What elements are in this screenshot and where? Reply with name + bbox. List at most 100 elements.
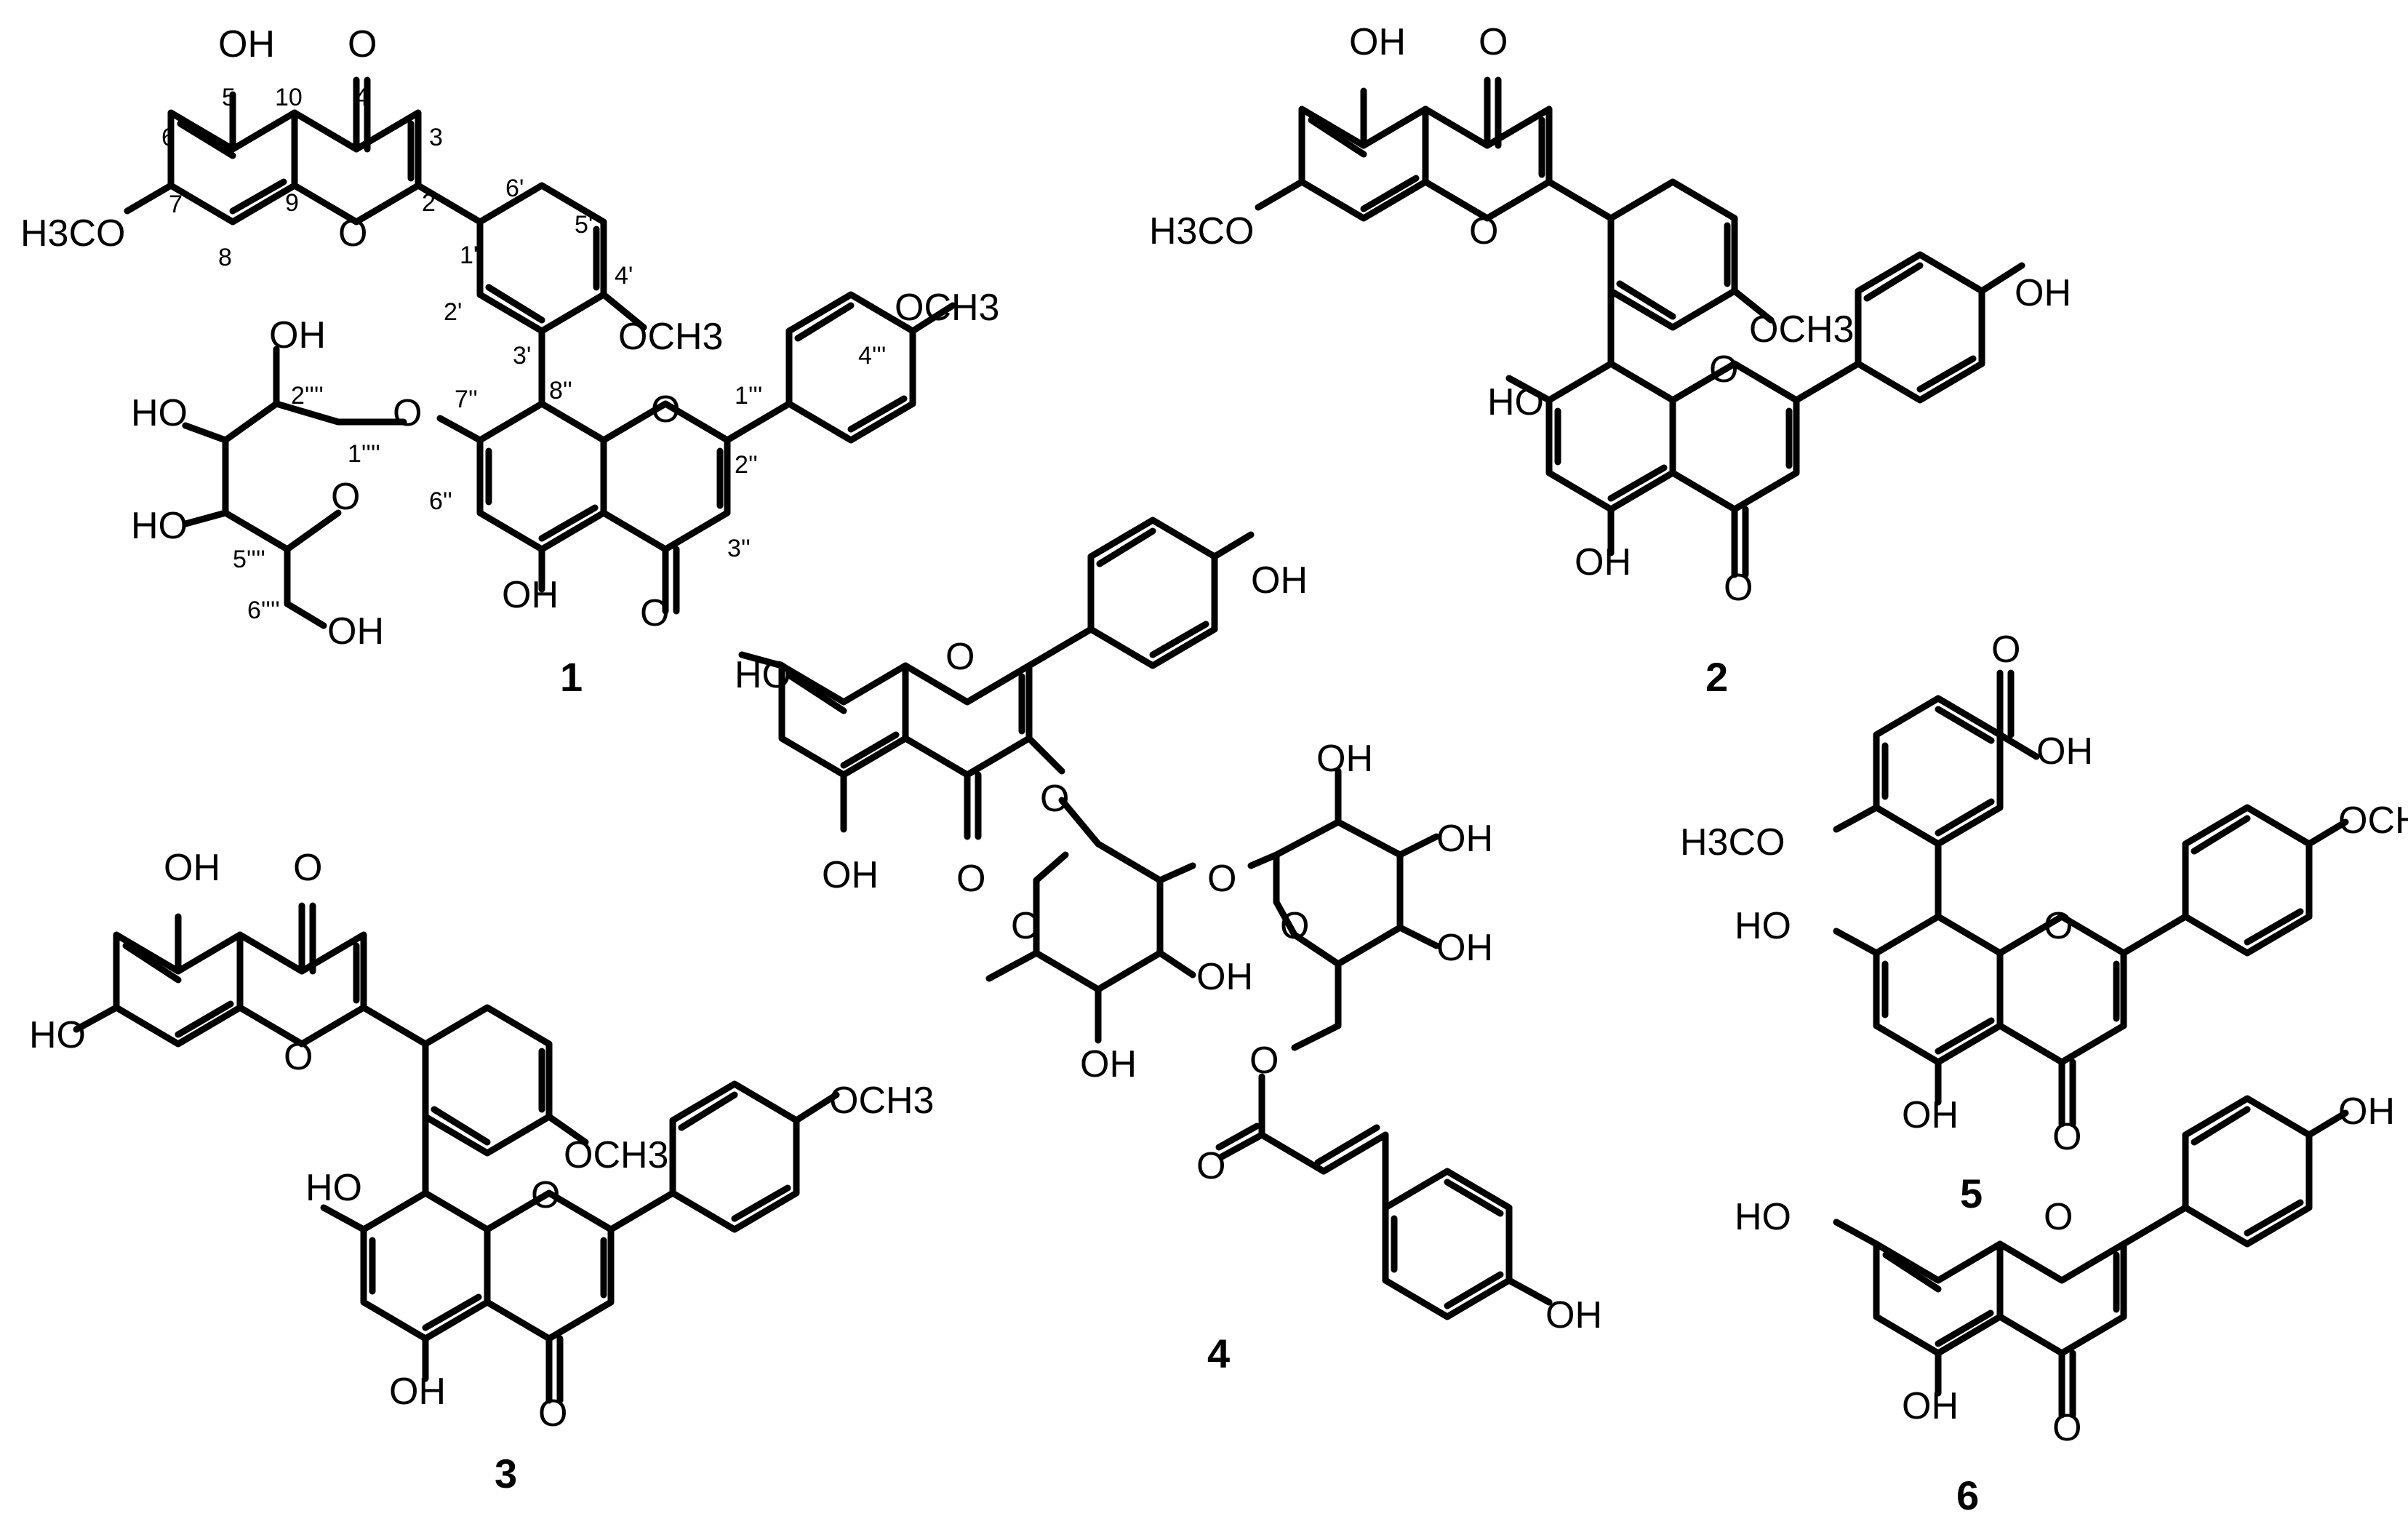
atom-label: O [1479, 21, 1508, 63]
atom-label: O [2044, 1196, 2073, 1238]
compound-4: OH HO O O OH O O O OH OH OH OH OH O O O … [735, 517, 1602, 1376]
compound-5-bonds [1833, 669, 2349, 1128]
atom-label: O [2052, 1116, 2081, 1158]
compound-4-bonds [738, 517, 1553, 1320]
locant: 6'' [429, 487, 452, 515]
atom-label: OH [1080, 1043, 1137, 1085]
atom-label: O [1207, 858, 1236, 900]
atom-label: O [956, 858, 985, 900]
atom-label: O [338, 212, 367, 255]
atom-label: H3CO [20, 212, 125, 255]
atom-label: O [538, 1392, 567, 1435]
compound-4-labels: OH HO O O OH O O O OH OH OH OH OH O O O … [735, 559, 1602, 1336]
atom-label: OH [164, 847, 220, 889]
atom-label: OH [502, 574, 559, 616]
atom-label: OH [2015, 272, 2071, 314]
compound-6-bonds [1833, 1095, 2349, 1419]
atom-label: O [1709, 348, 1738, 391]
atom-label: O [1196, 1145, 1225, 1187]
compound-number: 2 [1705, 654, 1728, 700]
locant: 4''' [858, 342, 886, 370]
atom-label: O [1040, 778, 1069, 820]
atom-label: H3CO [1680, 821, 1785, 864]
atom-label: HO [1735, 905, 1791, 947]
atom-label: OH [1436, 927, 1493, 969]
atom-label: OH [1902, 1385, 1959, 1427]
atom-label: OH [218, 23, 275, 65]
compound-5-labels: O OH H3CO HO O OCH3 OH O [1680, 629, 2408, 1158]
locant: 9 [285, 189, 299, 217]
locant: 3 [429, 124, 443, 151]
atom-label: HO [1487, 381, 1544, 423]
locant: 7'' [455, 386, 478, 413]
compound-number: 4 [1207, 1331, 1230, 1376]
atom-label: OH [1316, 738, 1373, 780]
atom-label: OH [2338, 1091, 2395, 1133]
atom-label: OH [1575, 541, 1631, 583]
atom-label: OH [822, 854, 879, 896]
atom-label: O [393, 392, 422, 434]
atom-label: OH [1902, 1094, 1959, 1136]
compound-number: 5 [1960, 1171, 1983, 1216]
atom-label: HO [131, 392, 188, 434]
locant: 8 [218, 244, 232, 271]
compound-3: OH O HO O OCH3 HO O OCH3 OH O 3 [29, 847, 934, 1496]
atom-label: OH [327, 610, 384, 653]
locant: 6'''' [247, 597, 280, 624]
atom-label: O [1991, 629, 2020, 671]
locant: 2'''' [291, 382, 324, 410]
atom-label: OH [1349, 21, 1406, 63]
locant: 10 [275, 84, 303, 111]
compound-3-labels: OH O HO O OCH3 HO O OCH3 OH O [29, 847, 934, 1435]
compound-number: 6 [1956, 1472, 1979, 1518]
compound-5: O OH H3CO HO O OCH3 OH O 5 [1680, 629, 2408, 1216]
locant: 4' [615, 262, 633, 290]
compound-1-locants: 5 10 4 3 6 7 8 9 2 1' 6' 5' 4' 2' 3' 8''… [161, 84, 886, 624]
atom-label: HO [131, 505, 188, 547]
atom-label: OCH3 [564, 1134, 668, 1176]
atom-label: O [1011, 905, 1040, 947]
locant: 5 [222, 84, 236, 111]
compound-2-labels: OH O H3CO O OCH3 HO O OH OH O [1149, 21, 2071, 609]
atom-label: HO [735, 654, 791, 696]
atom-label: OH [2036, 730, 2093, 773]
locant: 1' [460, 242, 478, 269]
atom-label: OCH3 [895, 287, 999, 329]
compound-6-labels: OH HO O OH O [1735, 1091, 2395, 1449]
compound-number: 1 [560, 654, 583, 700]
compound-1-bonds [124, 76, 956, 629]
atom-label: O [1280, 905, 1309, 947]
atom-label: O [640, 592, 669, 634]
locant: 2' [444, 298, 462, 326]
atom-label: OH [389, 1371, 446, 1413]
locant: 5' [575, 211, 593, 239]
compound-3-bonds [73, 902, 840, 1404]
atom-label: HO [29, 1014, 86, 1056]
atom-label: O [284, 1036, 313, 1078]
atom-label: OCH3 [618, 316, 723, 358]
atom-label: O [348, 23, 377, 65]
atom-label: H3CO [1149, 210, 1254, 252]
atom-label: OH [1251, 559, 1308, 602]
atom-label: O [2044, 905, 2073, 947]
atom-label: O [945, 636, 975, 678]
compound-6: OH HO O OH O 6 [1735, 1091, 2395, 1518]
atom-label: OH [1436, 818, 1493, 860]
compound-2-bonds [1255, 76, 2025, 578]
atom-label: OH [1545, 1294, 1602, 1336]
compound-1: OH O H3CO O OCH3 OH HO O HO O OH O OCH3 … [20, 23, 999, 700]
atom-label: OCH3 [2338, 800, 2408, 842]
compound-1-labels: OH O H3CO O OCH3 OH HO O HO O OH O OCH3 … [20, 23, 999, 653]
locant: 8'' [549, 377, 572, 404]
locant: 1''' [735, 382, 762, 410]
atom-label: O [2052, 1407, 2081, 1449]
atom-label: O [531, 1174, 560, 1216]
compound-2: OH O H3CO O OCH3 HO O OH OH O 2 [1149, 21, 2071, 700]
locant: 1'''' [348, 440, 380, 468]
atom-label: OCH3 [1749, 308, 1854, 351]
locant: 7 [169, 191, 183, 218]
atom-label: O [651, 388, 680, 431]
locant: 6 [161, 124, 175, 151]
